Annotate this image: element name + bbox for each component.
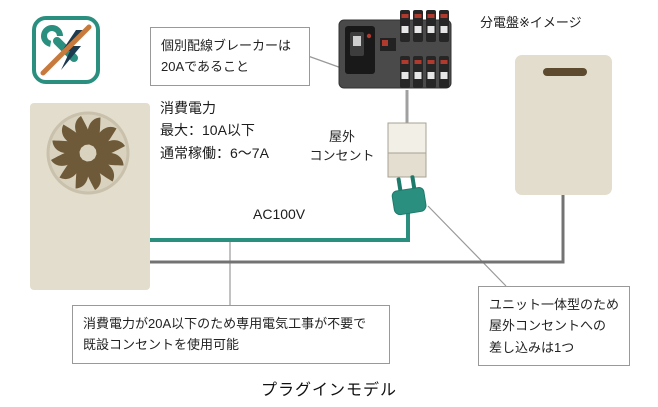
branch-breakers	[400, 10, 449, 88]
distribution-board	[338, 10, 452, 89]
diagram-title: プラグインモデル	[260, 382, 397, 399]
power-plug-icon	[391, 175, 427, 216]
voltage-label: AC100V	[253, 206, 306, 222]
no-electrical-work-icon	[32, 16, 100, 84]
breaker-callout-line1: 個別配線ブレーカーは	[161, 38, 292, 53]
unit-callout-line3: 差し込みは1つ	[489, 339, 575, 355]
lightning-bolt-icon	[61, 30, 83, 70]
power-consumption-max: 最大：10A以下	[160, 122, 255, 139]
power-consumption-normal: 通常稼働：6〜7A	[160, 144, 269, 161]
breaker-callout-line2: 20Aであること	[161, 59, 250, 75]
power-consumption-title: 消費電力	[160, 100, 216, 116]
breaker-callout: 個別配線ブレーカーは 20Aであること	[150, 27, 310, 86]
heat-pump-unit	[30, 103, 150, 290]
power-consumption-text: 消費電力 最大：10A以下 通常稼働：6〜7A	[160, 97, 269, 164]
no-work-callout-line1: 消費電力が20A以下のため専用電気工事が不要で	[83, 316, 367, 331]
prohibition-slash-icon	[40, 24, 92, 76]
tank-unit-wire	[150, 195, 565, 264]
fan-icon	[46, 111, 130, 195]
outdoor-outlet-box	[387, 122, 427, 178]
outdoor-outlet-label: 屋外 コンセント	[304, 128, 380, 166]
meter-module	[380, 38, 396, 51]
unit-callout-line2: 屋外コンセントへの	[489, 318, 607, 334]
no-work-callout: 消費電力が20A以下のため専用電気工事が不要で 既設コンセントを使用可能	[72, 305, 390, 364]
unit-callout: ユニット一体型のため 屋外コンセントへの 差し込みは1つ	[478, 286, 630, 367]
tank-unit	[515, 55, 612, 195]
unit-callout-pointer	[427, 205, 507, 287]
tank-vent-slot	[543, 68, 587, 76]
main-breaker	[345, 26, 375, 74]
outdoor-outlet-label-line2: コンセント	[309, 147, 375, 163]
distribution-board-label: 分電盤※イメージ	[480, 15, 582, 30]
ac100v-wire	[150, 206, 410, 242]
outdoor-outlet-label-line1: 屋外	[328, 129, 355, 144]
no-work-callout-line2: 既設コンセントを使用可能	[83, 337, 240, 353]
unit-callout-line1: ユニット一体型のため	[489, 297, 620, 312]
